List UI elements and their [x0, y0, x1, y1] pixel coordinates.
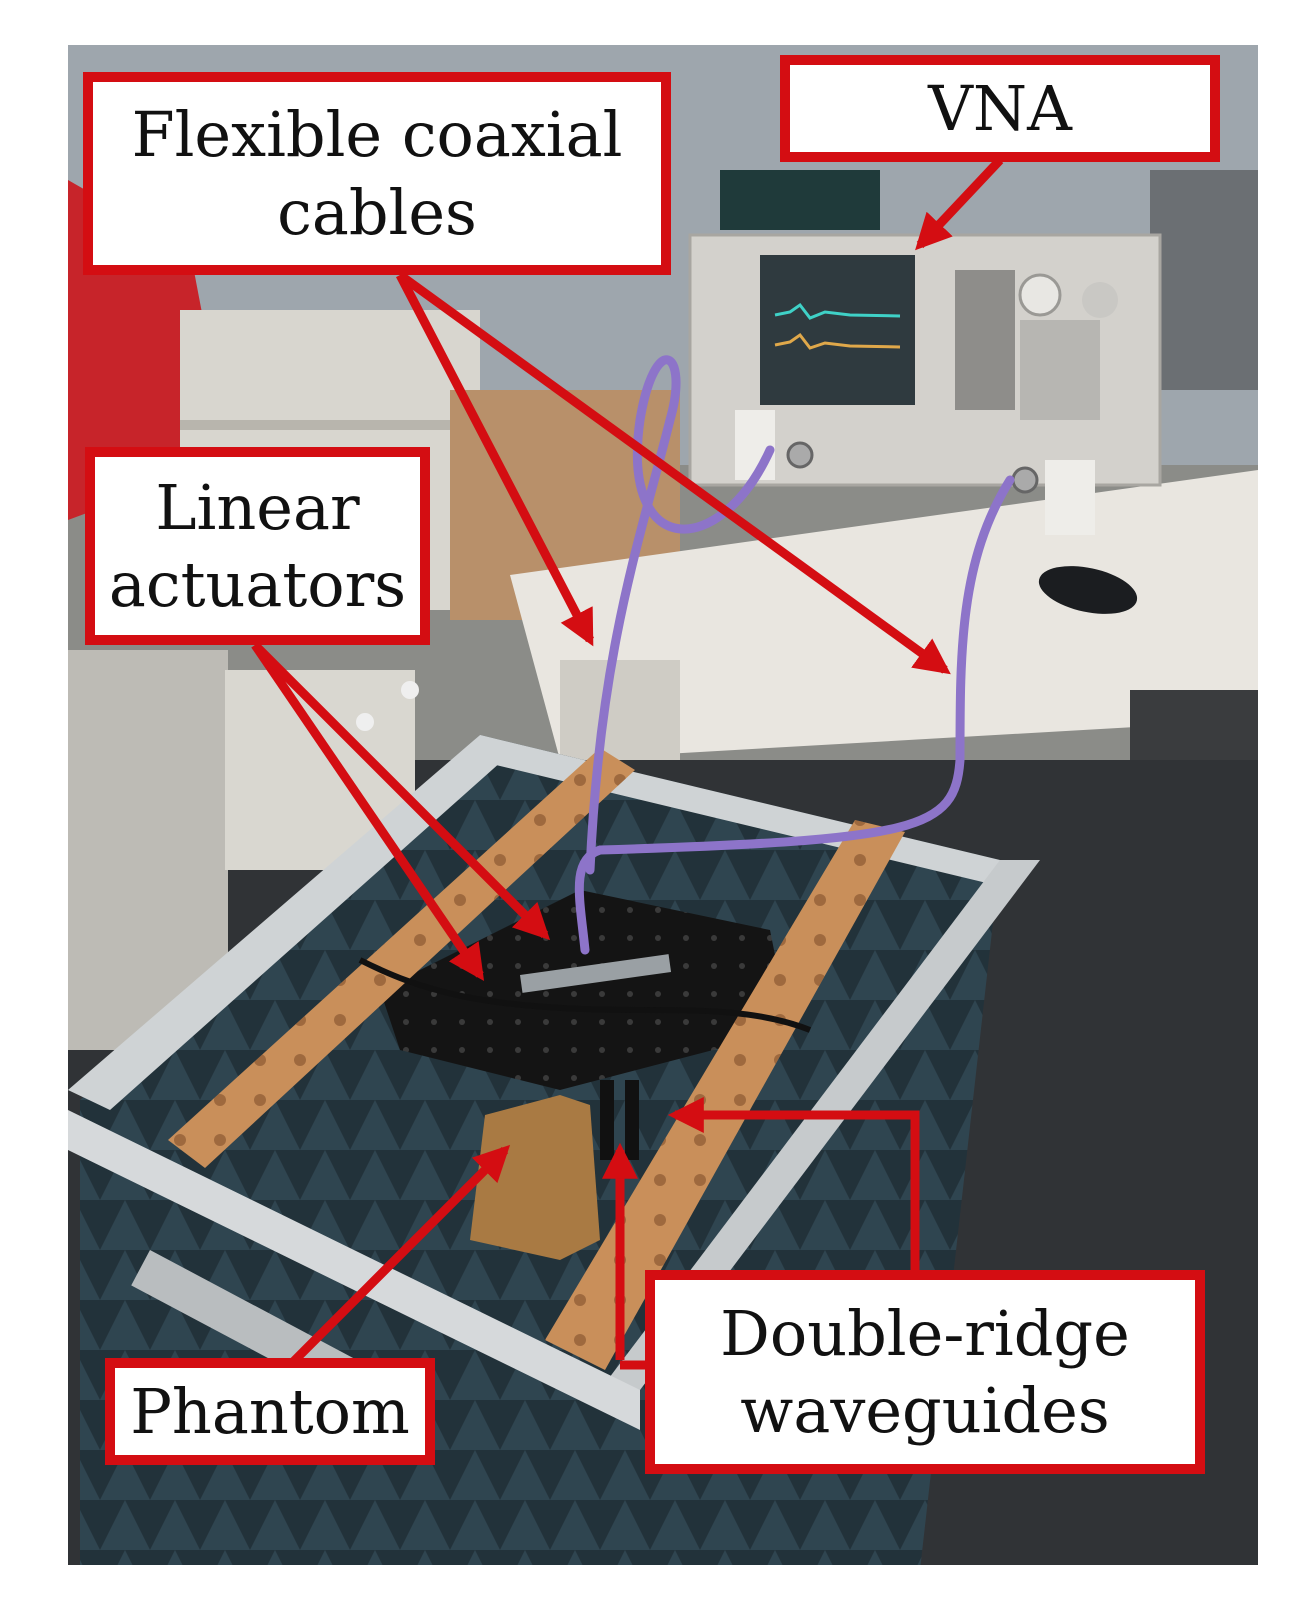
- arrow-phantom: [261, 1144, 511, 1394]
- phantom-object: [470, 1095, 600, 1260]
- wood-rail-right: [545, 820, 905, 1370]
- arrow-actuator-1: [251, 642, 485, 981]
- callout-actuators-line1: Linear: [155, 470, 360, 544]
- arrow-actuator-2: [251, 641, 551, 941]
- vna-instrument: [688, 233, 1162, 535]
- arrow-cable-right: [397, 271, 951, 675]
- mouse: [1038, 566, 1138, 614]
- callout-phantom-text: Phantom: [130, 1374, 410, 1448]
- callout-double-ridge-waveguides: Double-ridge waveguides: [645, 1270, 1205, 1474]
- callout-cables-line1: Flexible coaxial: [131, 98, 623, 171]
- callout-phantom: Phantom: [105, 1358, 435, 1465]
- black-cable: [358, 957, 812, 1033]
- arrow-vna: [915, 156, 1004, 251]
- callout-vna: VNA: [780, 55, 1220, 162]
- callout-waveguides-line1: Double-ridge: [720, 1296, 1130, 1370]
- callout-actuators-line2: actuators: [108, 548, 407, 621]
- callout-vna-text: VNA: [928, 71, 1072, 145]
- annotation-arrows: [251, 156, 1004, 1394]
- callout-flexible-coaxial-cables: Flexible coaxial cables: [83, 72, 671, 275]
- coaxial-cables: [574, 355, 1015, 955]
- arrow-cable-left: [396, 272, 594, 647]
- arrow-waveguide-right: [667, 1097, 920, 1275]
- callout-waveguides-line2: waveguides: [740, 1374, 1110, 1447]
- callout-cables-line2: cables: [277, 175, 477, 249]
- callout-linear-actuators: Linear actuators: [85, 447, 430, 645]
- actuator-plate: [380, 890, 790, 1160]
- wood-rail-left: [168, 748, 635, 1168]
